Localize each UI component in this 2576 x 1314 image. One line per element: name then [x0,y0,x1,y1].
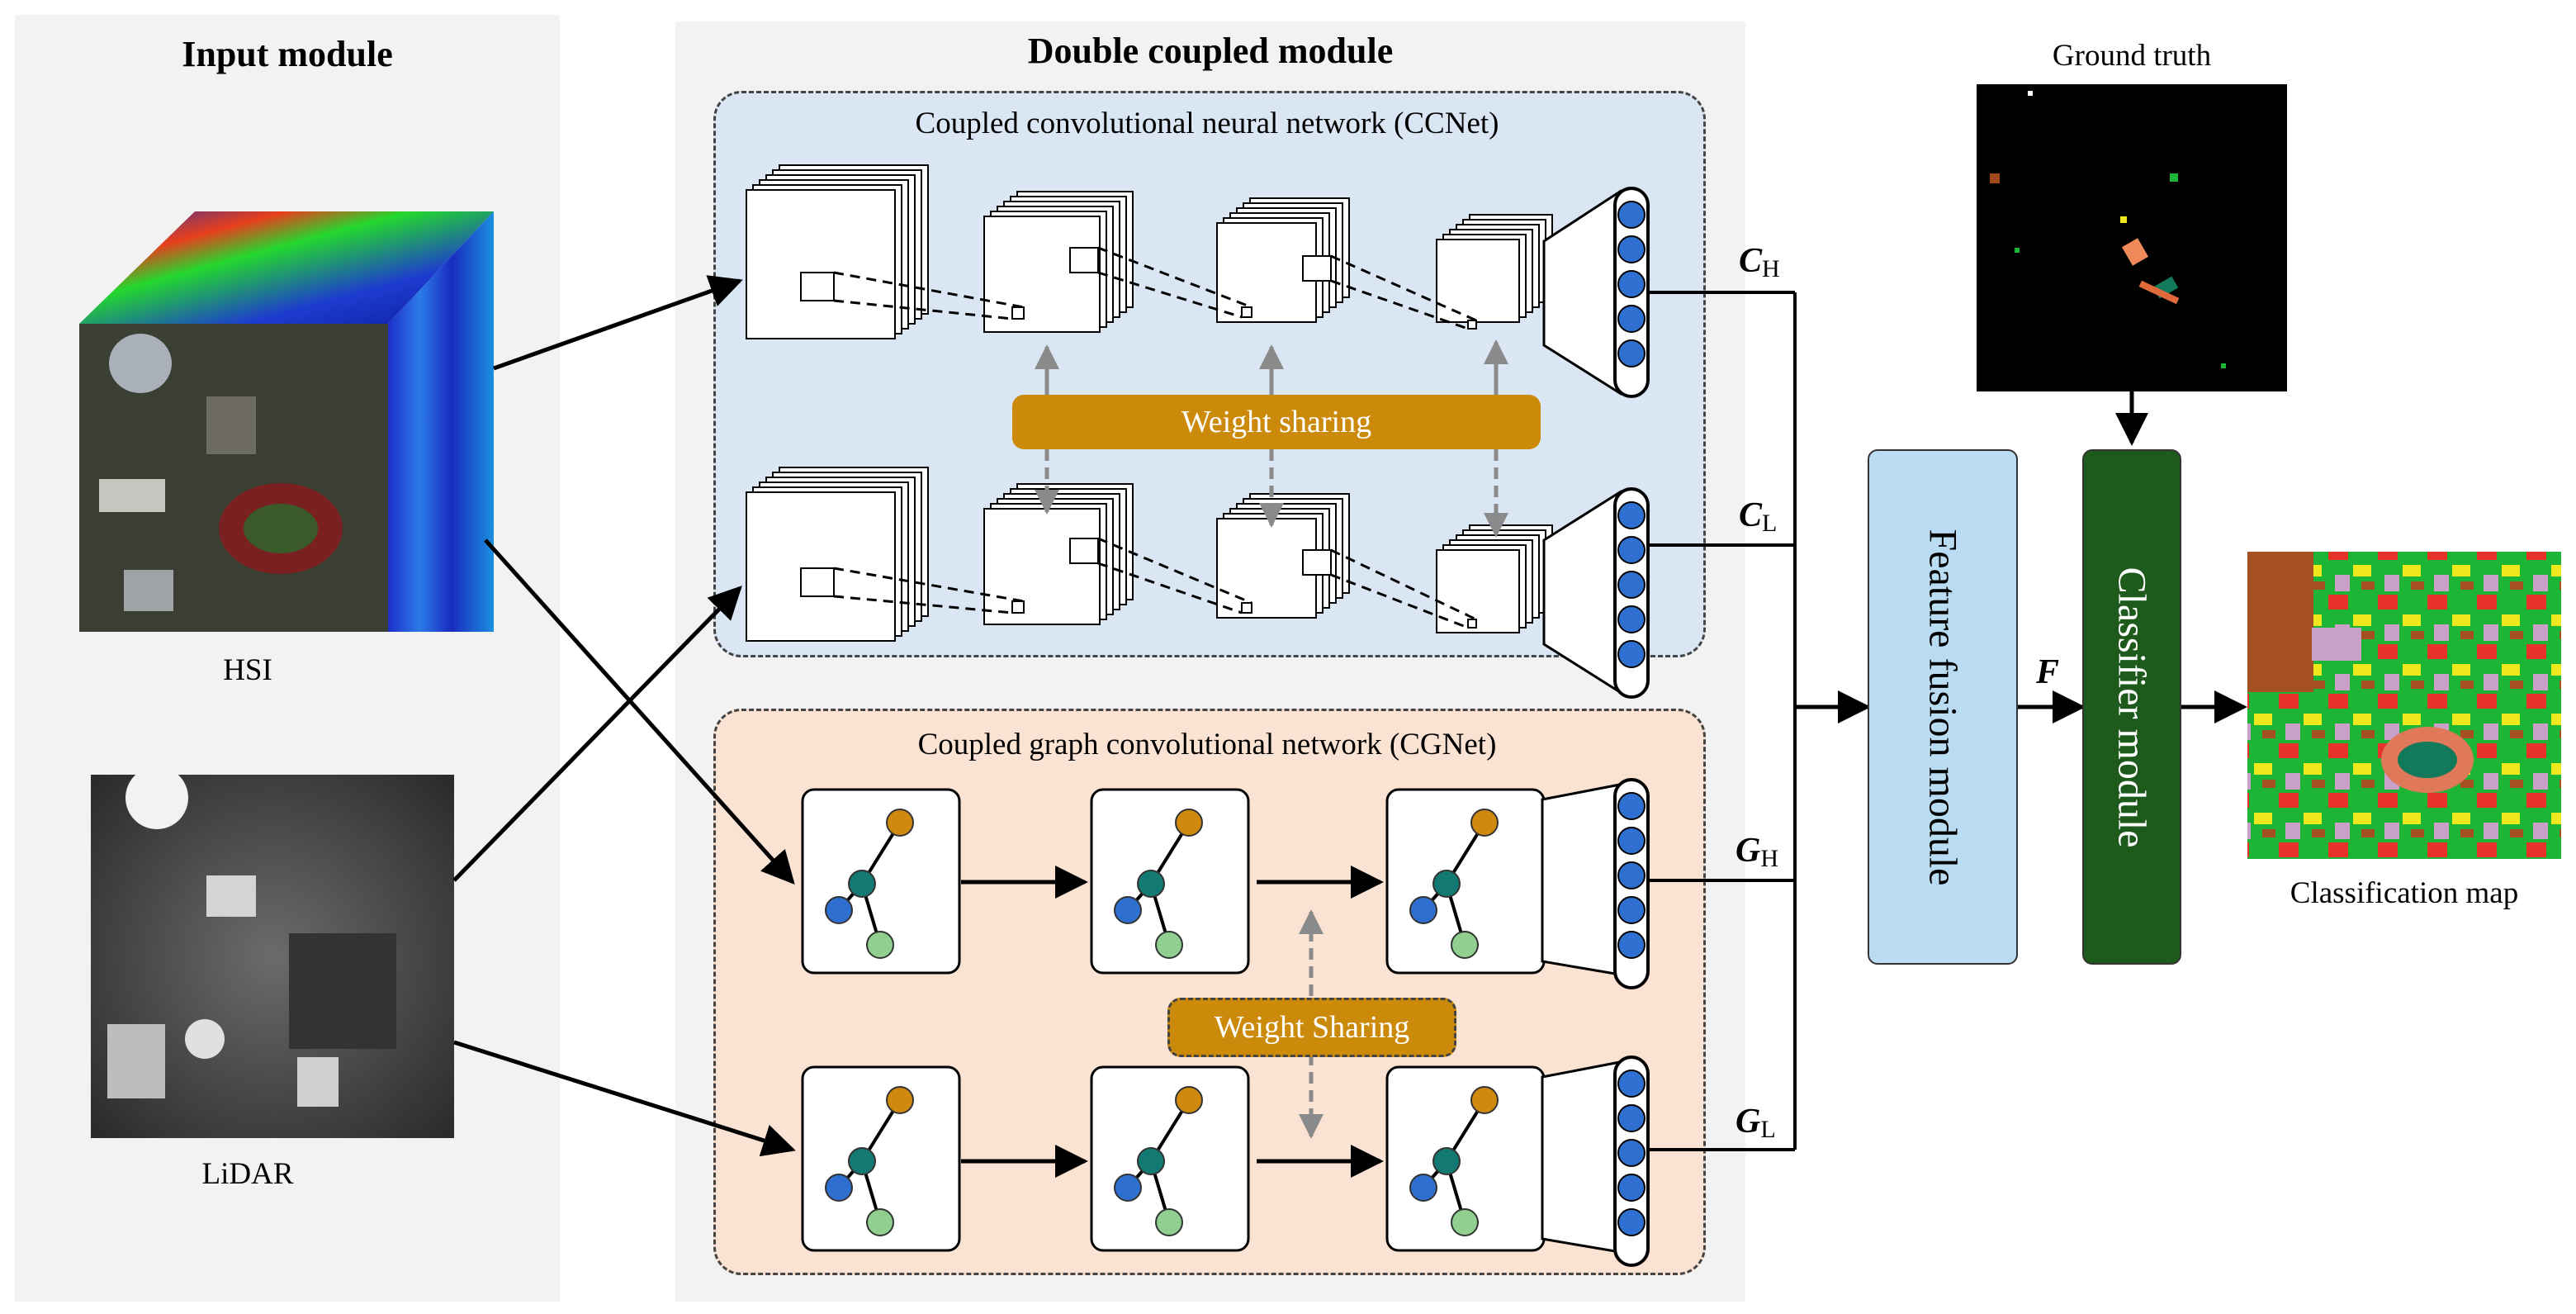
ccnet-weight-sharing: Weight sharing [1012,395,1541,449]
feature-f-label: F [2036,653,2060,691]
ccnet-lidar-branch [746,467,1650,699]
cgnet-weight-sharing: Weight Sharing [1167,998,1456,1057]
ground-truth-label: Ground truth [2052,39,2212,73]
ccnet-title: Coupled convolutional neural network (CC… [915,107,1499,140]
hsi-cube-image [79,211,494,632]
lidar-image [91,766,454,1138]
feature-ch-label: CH [1739,242,1780,282]
classification-map-label: Classification map [2290,876,2519,910]
classifier-module: Classifier module [2082,449,2181,965]
cgnet-graph-blocks [801,778,1650,1267]
coupled-module-title: Double coupled module [1027,31,1394,71]
feature-cl-label: CL [1739,496,1778,537]
ccnet-hsi-branch [746,164,1650,398]
classification-map-image [2247,552,2561,859]
hsi-label: HSI [223,653,272,687]
lidar-label: LiDAR [201,1157,294,1191]
feature-gl-label: GL [1735,1103,1776,1143]
ground-truth-image [1977,84,2287,391]
feature-fusion-module: Feature fusion module [1868,449,2018,965]
cgnet-title: Coupled graph convolutional network (CGN… [917,728,1497,761]
feature-gh-label: GH [1735,832,1779,872]
input-module-title: Input module [182,34,393,74]
